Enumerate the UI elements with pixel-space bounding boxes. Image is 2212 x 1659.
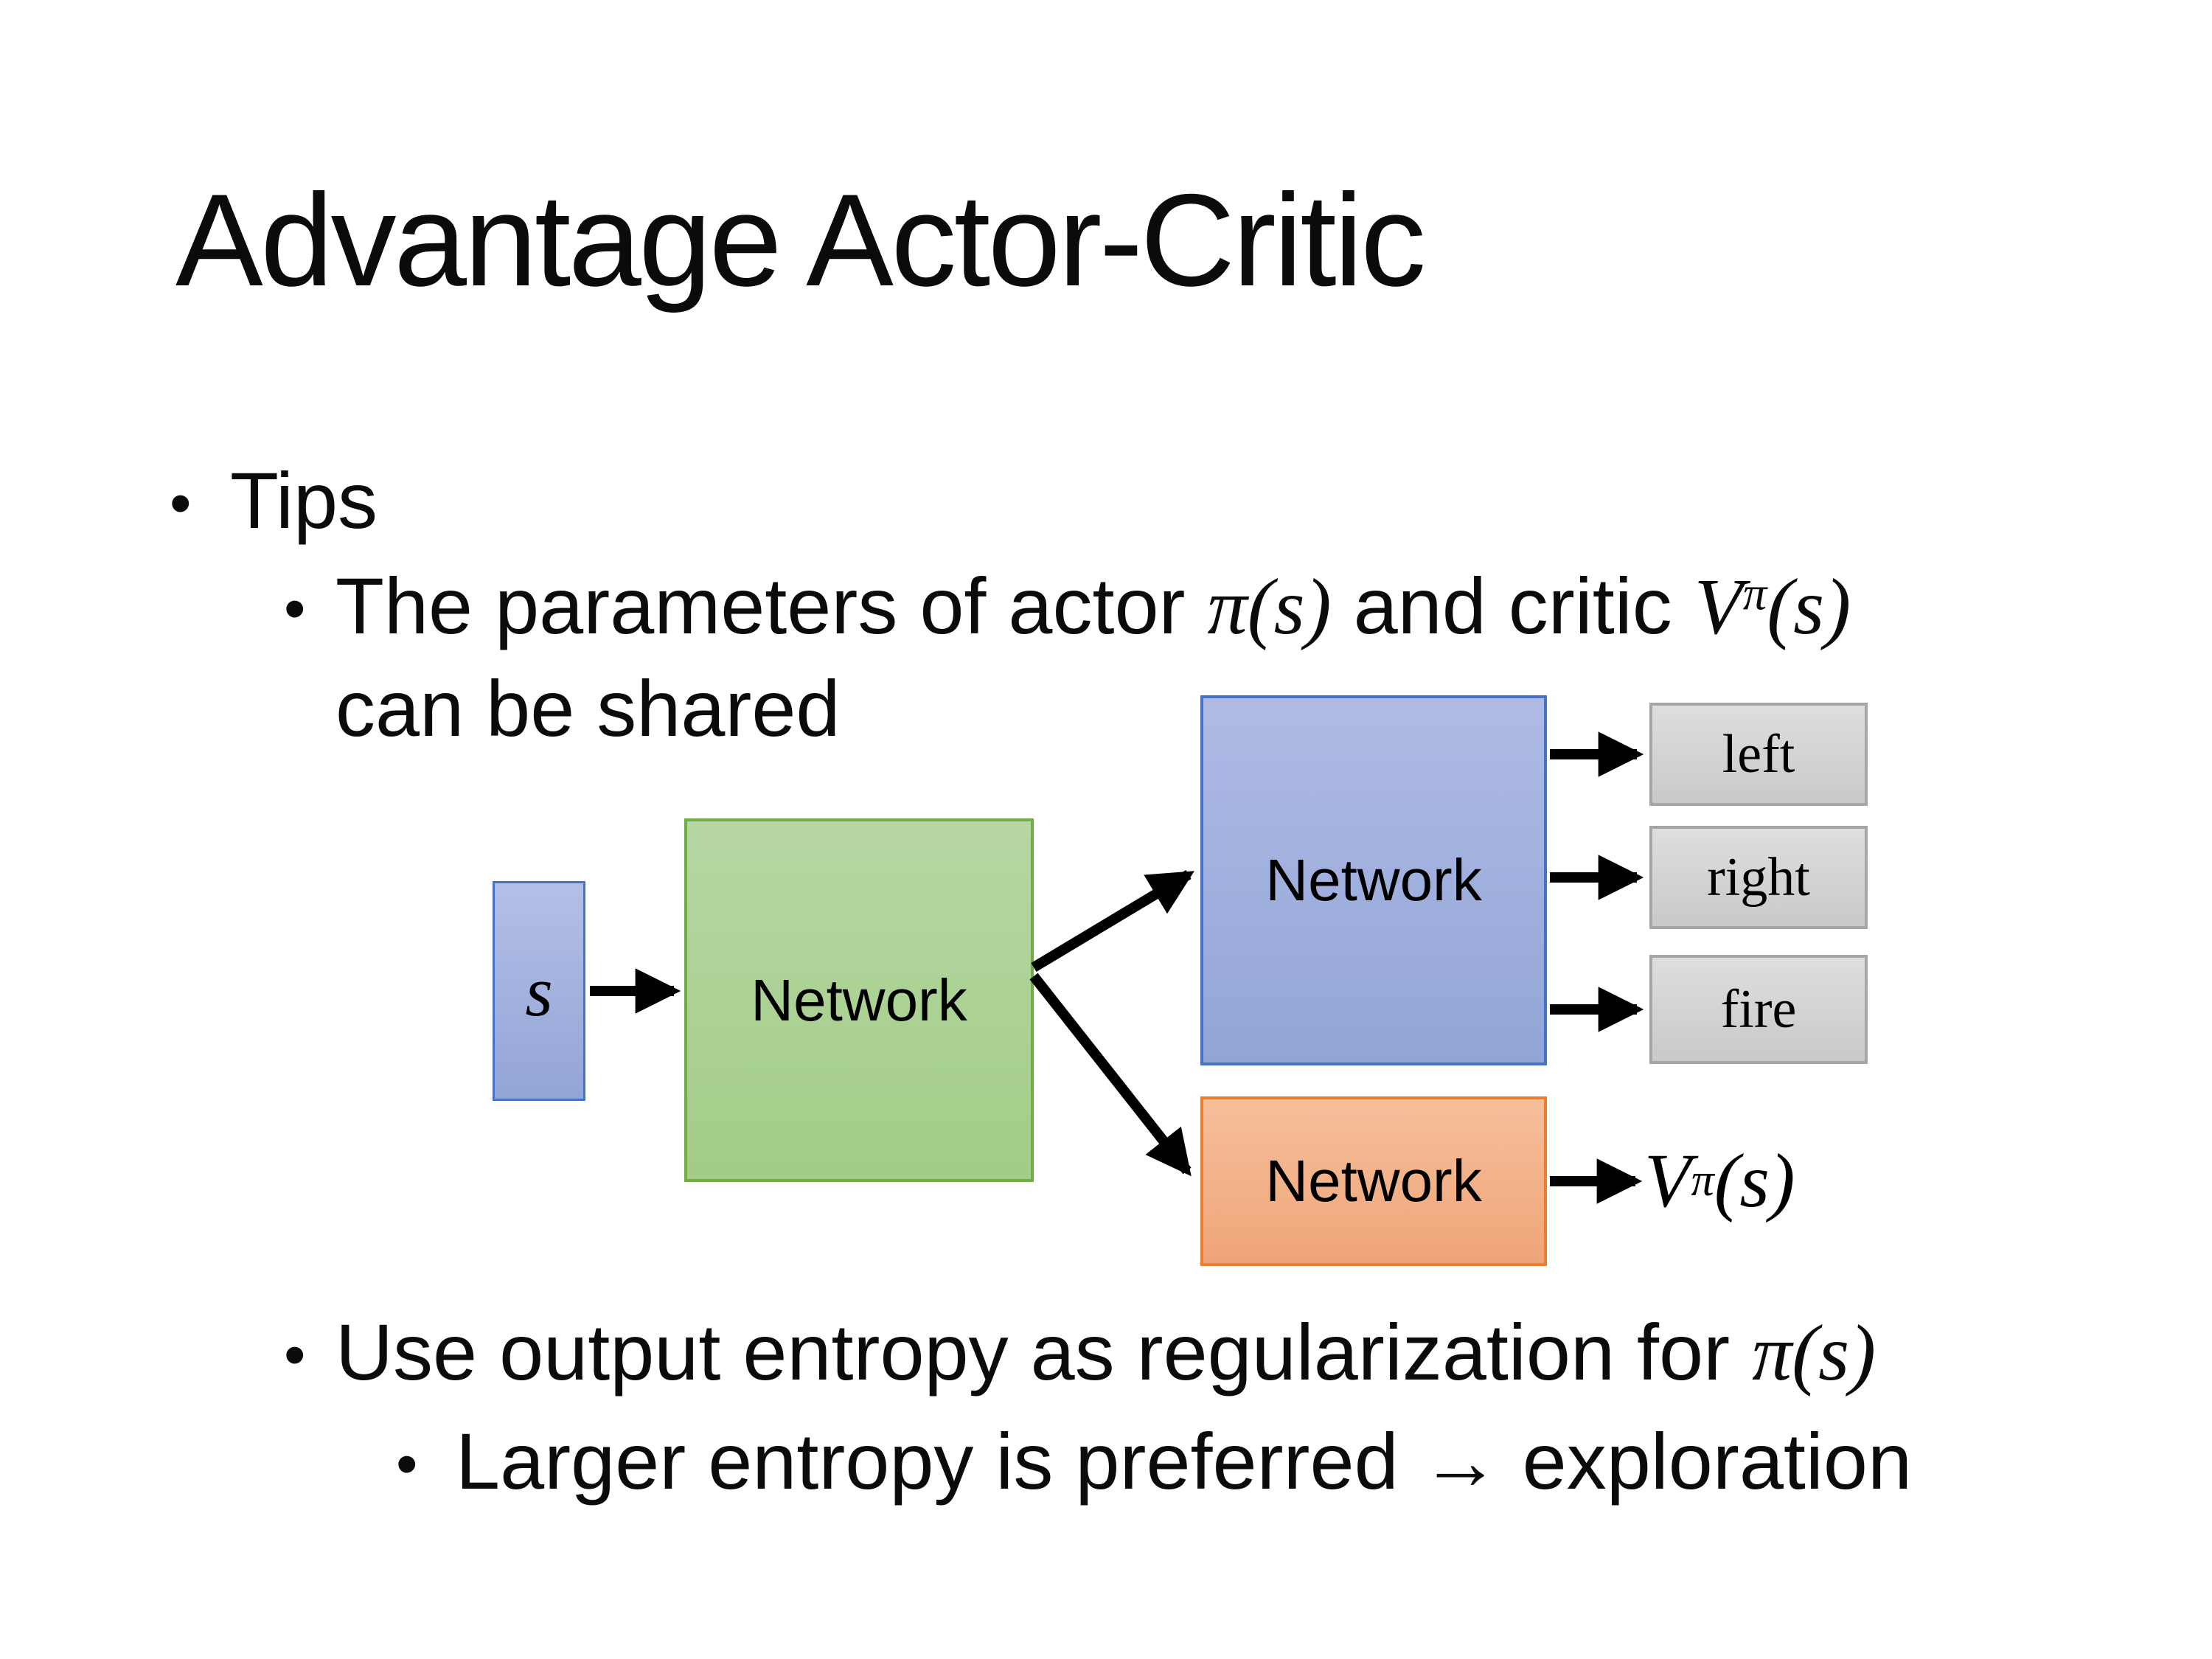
value-sup: π xyxy=(1691,1155,1714,1206)
actor-network-label: Network xyxy=(1265,847,1482,913)
v-sup: π xyxy=(1742,567,1767,621)
shared-params-text-1: The parameters of actor xyxy=(335,561,1208,650)
v-args: (s) xyxy=(1767,563,1851,651)
shared-params-text-3: can be shared xyxy=(335,664,841,753)
slide-title: Advantage Actor-Critic xyxy=(175,167,1426,313)
bullet-icon: • xyxy=(170,467,192,538)
value-args: (s) xyxy=(1714,1138,1795,1223)
bullet-icon: • xyxy=(396,1428,418,1498)
shared-network-label: Network xyxy=(751,967,967,1033)
bullet-tips-label: Tips xyxy=(230,456,378,545)
shared-params-text-2: and critic xyxy=(1331,561,1694,650)
bullet-icon: • xyxy=(284,1319,306,1389)
value-base: V xyxy=(1644,1138,1691,1223)
entropy-reg-text: Use output entropy as regularization for xyxy=(335,1307,1753,1397)
bullet-tips: • Tips xyxy=(170,452,378,549)
action-fire-box: fire xyxy=(1649,955,1868,1064)
bullet-shared-params-line1: • The parameters of actor π(s) and critic… xyxy=(284,557,1851,656)
bullet-entropy-reg: • Use output entropy as regularization fo… xyxy=(284,1304,1876,1402)
action-fire-label: fire xyxy=(1720,978,1797,1040)
bullet-larger-entropy: • Larger entropy is preferred → explorati… xyxy=(396,1413,1912,1510)
action-right-box: right xyxy=(1649,826,1868,929)
actor-network-box: Network xyxy=(1200,695,1547,1065)
critic-network-label: Network xyxy=(1265,1148,1482,1214)
pi-s-math: π(s) xyxy=(1207,563,1332,651)
bullet-shared-params-line2: can be shared xyxy=(335,660,841,757)
arrow-shared-to-actor-icon xyxy=(1031,869,1194,973)
state-label: s xyxy=(525,951,553,1031)
state-box: s xyxy=(493,881,585,1101)
bullet-icon: • xyxy=(284,573,306,643)
action-left-box: left xyxy=(1649,703,1868,806)
critic-network-box: Network xyxy=(1200,1096,1547,1266)
action-left-label: left xyxy=(1722,723,1795,785)
v-pi-s-math: Vπ(s) xyxy=(1694,563,1851,651)
pi-s-math: π(s) xyxy=(1752,1310,1877,1397)
v-base: V xyxy=(1694,563,1743,651)
arrow-shared-to-critic-icon xyxy=(1029,973,1192,1177)
action-right-label: right xyxy=(1707,846,1810,908)
shared-network-box: Network xyxy=(684,818,1034,1182)
larger-entropy-text: Larger entropy is preferred → exploratio… xyxy=(456,1416,1913,1506)
